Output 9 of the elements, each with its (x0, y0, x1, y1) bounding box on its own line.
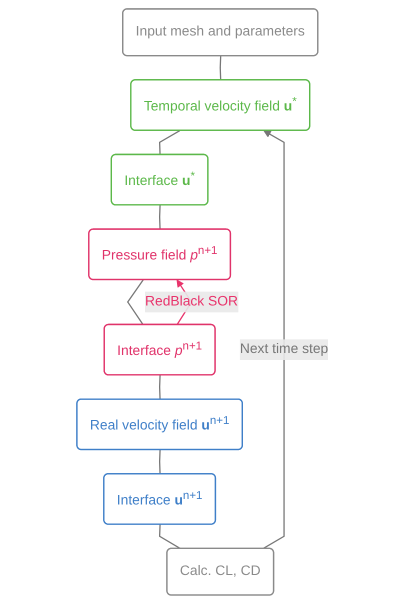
connector (159, 205, 162, 230)
connector (159, 375, 162, 400)
connector (159, 524, 182, 550)
connector (159, 130, 180, 155)
arrow (262, 130, 286, 550)
connector (220, 56, 222, 80)
edge-label: Next time step (240, 342, 329, 357)
edge-label: RedBlack SOR (145, 294, 238, 309)
connector (159, 450, 162, 474)
